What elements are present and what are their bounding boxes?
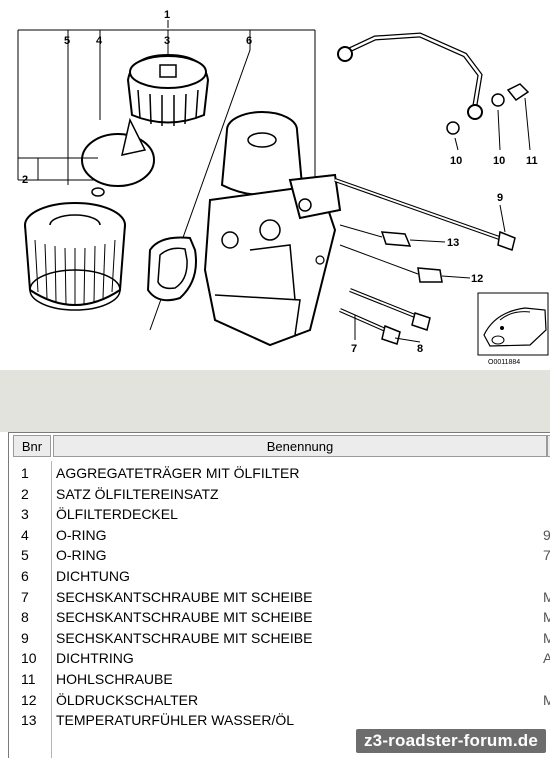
sealing-ring-right — [491, 93, 505, 107]
row-number: 10 — [21, 650, 37, 667]
drawing-number: O0011884 — [488, 359, 520, 366]
callout-13: 13 — [447, 237, 459, 249]
table-row[interactable]: 11 HOHLSCHRAUBE — [9, 670, 550, 691]
table-row[interactable]: 7 SECHSKANTSCHRAUBE MIT SCHEIBE M — [9, 588, 550, 609]
parts-table: Bnr Benennung 1 AGGREGATETRÄGER MIT ÖLFIL… — [8, 432, 550, 758]
row-name: SATZ ÖLFILTEREINSATZ — [56, 485, 219, 502]
callout-8: 8 — [417, 343, 423, 355]
filter-cap — [121, 53, 210, 156]
row-name: DICHTUNG — [56, 567, 130, 584]
sealing-ring-left — [446, 121, 460, 135]
callout-3: 3 — [164, 35, 170, 47]
row-name: SECHSKANTSCHRAUBE MIT SCHEIBE — [56, 609, 313, 626]
bolt-9 — [497, 230, 516, 251]
row-extra: 7 — [543, 547, 550, 563]
row-number: 4 — [21, 526, 29, 543]
table-body: 1 AGGREGATETRÄGER MIT ÖLFILTER 2 SATZ ÖLFIL… — [9, 464, 550, 732]
row-number: 7 — [21, 588, 29, 605]
callout-4: 4 — [96, 35, 103, 47]
filter-element — [24, 202, 126, 311]
table-row[interactable]: 10 DICHTRING A — [9, 649, 550, 670]
bolt-7 — [381, 324, 401, 345]
row-number: 1 — [21, 465, 29, 481]
column-header-benennung[interactable]: Benennung — [53, 435, 547, 457]
table-row[interactable]: 6 DICHTUNG — [9, 567, 550, 588]
callout-10-right: 10 — [493, 155, 505, 167]
callout-1: 1 — [164, 9, 170, 21]
carrier-housing — [203, 111, 342, 347]
row-number: 6 — [21, 567, 29, 584]
spacer-panel — [0, 370, 550, 432]
row-name: SECHSKANTSCHRAUBE MIT SCHEIBE — [56, 629, 313, 646]
table-row[interactable]: 5 O-RING 7 — [9, 546, 550, 567]
callout-7: 7 — [351, 343, 357, 355]
row-number: 9 — [21, 629, 29, 646]
column-divider — [51, 461, 52, 758]
row-name: HOHLSCHRAUBE — [56, 670, 173, 687]
watermark: z3-roadster-forum.de — [355, 729, 546, 753]
banjo-bolt — [506, 83, 530, 102]
row-name: ÖLDRUCKSCHALTER — [56, 691, 199, 708]
callout-2: 2 — [22, 174, 28, 186]
row-name: O-RING — [56, 547, 107, 564]
bolt-8 — [411, 312, 431, 331]
row-name: TEMPERATURFÜHLER WASSER/ÖL — [56, 712, 295, 729]
table-row[interactable]: 13 TEMPERATURFÜHLER WASSER/ÖL — [9, 711, 550, 732]
callout-10-left: 10 — [450, 155, 462, 167]
pipe-fitting — [337, 46, 353, 62]
row-name: O-RING — [56, 526, 107, 543]
row-number: 3 — [21, 506, 29, 523]
table-row[interactable]: 2 SATZ ÖLFILTEREINSATZ — [9, 485, 550, 506]
table-row[interactable]: 8 SECHSKANTSCHRAUBE MIT SCHEIBE M — [9, 608, 550, 629]
callout-6: 6 — [246, 35, 252, 47]
o-ring-small — [91, 187, 105, 197]
row-extra: M — [543, 692, 550, 708]
exploded-view-drawing: 1 5 4 3 6 2 10 10 11 9 13 12 7 8 O001188… — [17, 9, 549, 366]
row-extra: A — [543, 650, 550, 666]
row-number: 2 — [21, 485, 29, 502]
row-name: SECHSKANTSCHRAUBE MIT SCHEIBE — [56, 588, 313, 605]
row-extra: M — [543, 589, 550, 605]
parts-diagram: 1 5 4 3 6 2 10 10 11 9 13 12 7 8 O001188… — [0, 0, 550, 370]
table-row[interactable]: 1 AGGREGATETRÄGER MIT ÖLFILTER — [9, 464, 550, 485]
row-number: 11 — [21, 670, 36, 687]
row-number: 8 — [21, 609, 29, 626]
row-name: DICHTRING — [56, 650, 134, 667]
table-row[interactable]: 4 O-RING 9 — [9, 526, 550, 547]
callout-5: 5 — [64, 35, 70, 47]
row-number: 5 — [21, 547, 29, 564]
row-name: AGGREGATETRÄGER MIT ÖLFILTER — [56, 465, 300, 481]
row-extra: 9 — [543, 527, 550, 543]
table-row[interactable]: 3 ÖLFILTERDECKEL — [9, 505, 550, 526]
table-row[interactable]: 12 ÖLDRUCKSCHALTER M — [9, 691, 550, 712]
callout-9: 9 — [497, 192, 503, 204]
vehicle-inset — [477, 292, 549, 356]
column-header-extra[interactable] — [547, 435, 550, 457]
row-name: ÖLFILTERDECKEL — [56, 506, 178, 523]
o-ring-large — [81, 133, 155, 187]
row-number: 13 — [21, 712, 37, 729]
temp-sensor — [380, 231, 412, 247]
callout-11: 11 — [526, 155, 538, 167]
row-extra: M — [543, 630, 550, 646]
row-extra: M — [543, 609, 550, 625]
oil-pressure-switch — [417, 267, 443, 283]
column-header-bnr[interactable]: Bnr — [13, 435, 51, 457]
table-row[interactable]: 9 SECHSKANTSCHRAUBE MIT SCHEIBE M — [9, 629, 550, 650]
row-number: 12 — [21, 691, 37, 708]
callout-12: 12 — [471, 273, 483, 285]
